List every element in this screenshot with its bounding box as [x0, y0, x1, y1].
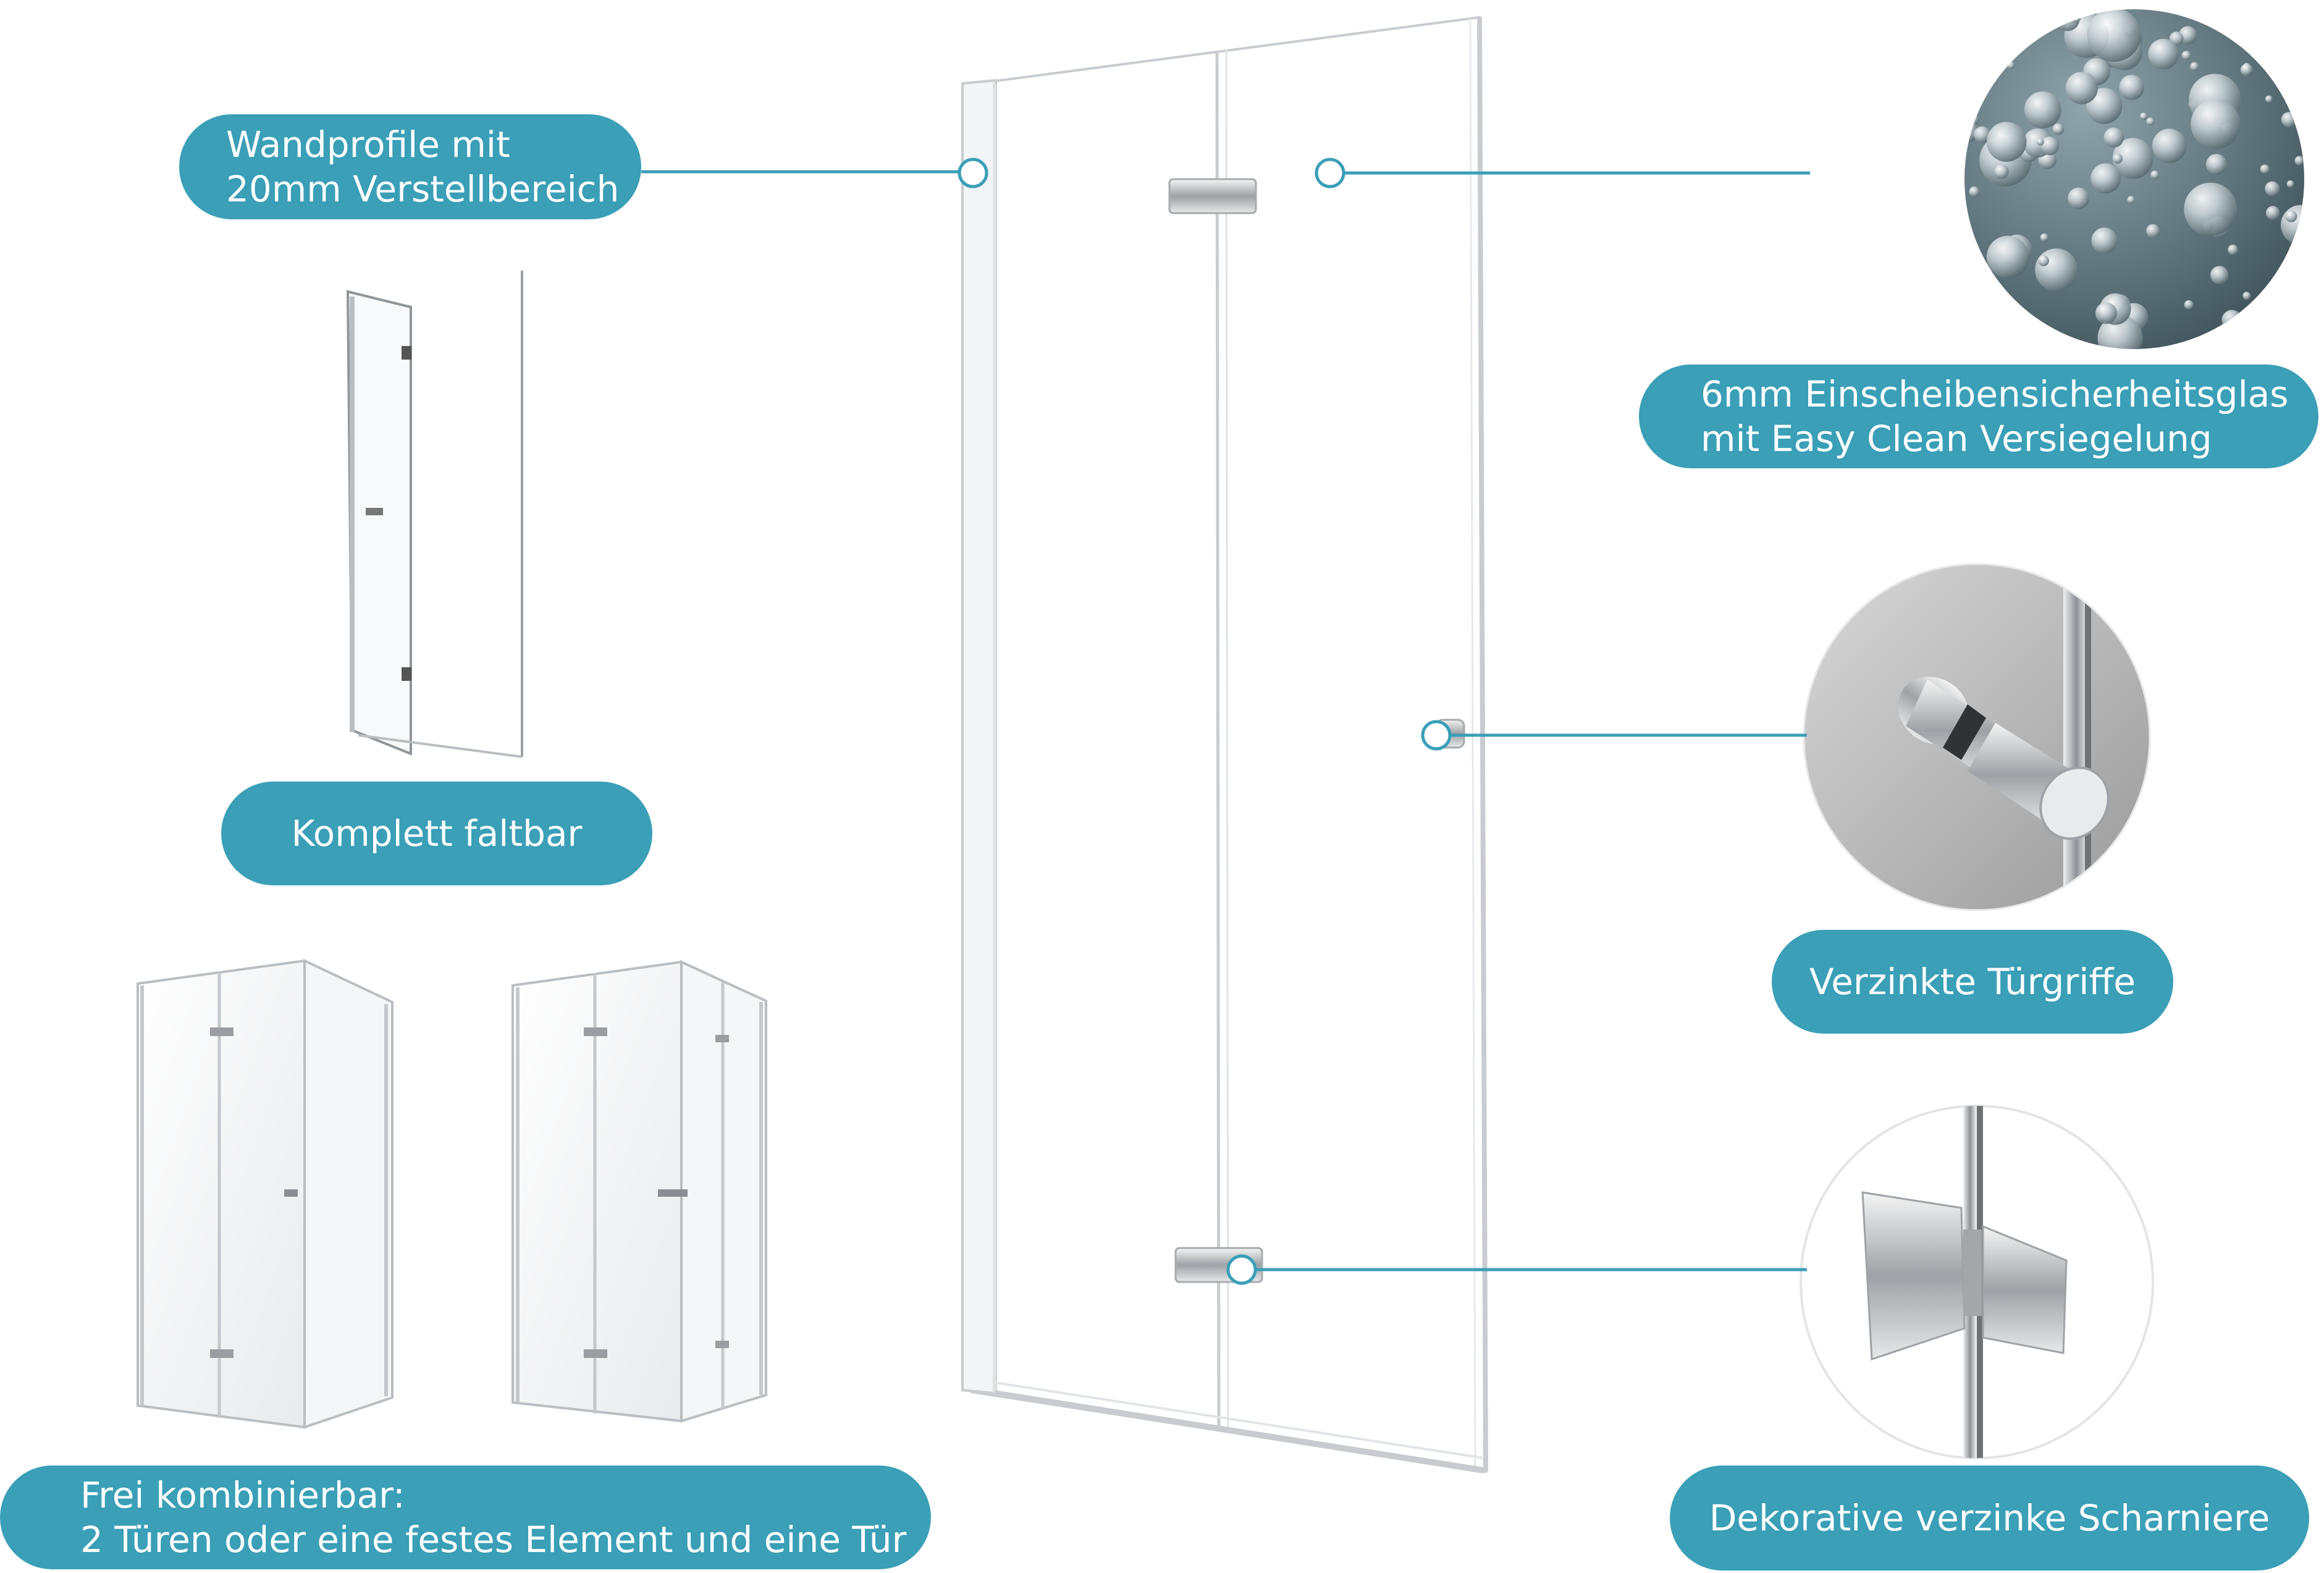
water-drop — [2090, 163, 2121, 194]
water-drop — [2035, 248, 2078, 292]
water-drop — [1992, 301, 2019, 329]
label-folding-text: Komplett faltbar — [291, 812, 583, 854]
water-drop — [2191, 99, 2241, 149]
water-drop — [2007, 61, 2015, 69]
water-drop — [2265, 95, 2273, 103]
water-drop — [2221, 310, 2242, 331]
water-drop — [1964, 258, 1976, 274]
water-droplets-icon — [1964, 9, 2304, 349]
water-drop — [2103, 127, 2124, 148]
water-drop — [2140, 112, 2148, 120]
water-drop — [2260, 164, 2270, 174]
water-drop — [2040, 137, 2059, 156]
water-drop — [2242, 292, 2251, 300]
label-hinges-text: Dekorative verzinke Scharniere — [1709, 1497, 2270, 1539]
water-drop — [2152, 129, 2187, 163]
water-drop — [2278, 274, 2293, 290]
enclosure-two-doors-illustration — [512, 959, 767, 1423]
label-glass-line1: 6mm Einscheibensicherheitsglas — [1701, 373, 2289, 415]
water-drop — [1987, 319, 1997, 329]
water-drop — [1982, 9, 2003, 27]
water-drop — [2184, 300, 2194, 310]
water-drop — [2146, 117, 2155, 126]
water-drop — [2146, 224, 2160, 238]
water-drop — [1966, 112, 1979, 126]
label-hinges: Dekorative verzinke Scharniere — [1670, 1465, 2309, 1571]
main-folding-door-illustration — [961, 15, 1488, 1474]
water-drop — [1984, 56, 2002, 74]
label-folding: Komplett faltbar — [221, 782, 652, 885]
door-knob-icon — [1803, 563, 2151, 911]
water-drop — [2271, 303, 2304, 346]
label-wall-profiles: Wandprofile mit 20mm Verstellbereich — [179, 114, 641, 219]
water-drop — [2036, 138, 2044, 146]
water-drop — [1964, 302, 2008, 349]
water-drop — [2073, 15, 2081, 23]
water-drop — [2181, 51, 2191, 61]
water-drop — [2206, 154, 2227, 175]
callout-dot-glass — [1315, 158, 1345, 188]
water-drop — [2148, 38, 2179, 70]
label-wall-profiles-line1: Wandprofile mit — [226, 124, 510, 166]
water-drop — [2240, 64, 2253, 76]
water-drop — [2184, 182, 2238, 236]
water-drop — [2112, 138, 2153, 179]
water-drop — [2297, 229, 2304, 238]
label-handles-text: Verzinkte Türgriffe — [1809, 961, 2136, 1003]
water-drop — [2263, 38, 2278, 53]
water-drop — [2038, 255, 2050, 266]
callout-connectors — [641, 158, 1810, 1285]
water-drop — [2056, 9, 2080, 32]
water-drop — [2281, 112, 2297, 128]
enclosure-door-and-panel-illustration — [137, 958, 394, 1429]
water-drop — [2259, 324, 2273, 339]
water-drop — [2190, 62, 2199, 71]
label-glass: 6mm Einscheibensicherheitsglas mit Easy … — [1639, 365, 2318, 468]
water-drop — [2006, 310, 2031, 334]
callout-dot-wall-profile — [958, 158, 988, 188]
water-drop — [2091, 227, 2118, 254]
water-drop — [1986, 235, 2029, 278]
water-drop — [2150, 171, 2160, 179]
water-drop — [2068, 187, 2090, 209]
callout-dot-handle — [1421, 720, 1452, 751]
water-drop — [2112, 153, 2123, 164]
hinge-icon — [1800, 1105, 2154, 1459]
water-drop — [2266, 206, 2280, 220]
water-drop — [2294, 156, 2304, 166]
water-drop — [2286, 180, 2294, 188]
label-glass-line2: mit Easy Clean Versiegelung — [1701, 418, 2212, 460]
water-drop — [2065, 72, 2098, 104]
water-drop — [1969, 186, 1980, 197]
water-drop — [1986, 122, 2027, 162]
water-drop — [2210, 266, 2229, 285]
water-drop — [2228, 244, 2239, 255]
water-drop — [1994, 164, 2009, 179]
label-combinable-line2: 2 Türen oder eine festes Element und ein… — [80, 1519, 907, 1561]
water-drop — [1988, 28, 1997, 37]
label-combinable: Frei kombinierbar: 2 Türen oder eine fes… — [0, 1465, 931, 1569]
water-drop — [2127, 196, 2135, 204]
callout-dot-hinge — [1226, 1254, 1257, 1285]
water-drop — [2095, 302, 2117, 324]
label-wall-profiles-line2: 20mm Verstellbereich — [226, 168, 620, 210]
water-drop — [1989, 77, 1998, 85]
water-drop — [2040, 233, 2048, 242]
label-combinable-line1: Frei kombinierbar: — [80, 1474, 405, 1516]
water-drop — [2119, 75, 2145, 100]
water-drop — [2097, 315, 2143, 349]
water-drop — [2052, 123, 2065, 135]
water-drop — [1974, 126, 1990, 143]
water-drop — [2281, 205, 2304, 245]
label-handles: Verzinkte Türgriffe — [1772, 930, 2173, 1034]
water-drop — [1979, 296, 2003, 319]
water-drop — [2087, 9, 2141, 62]
water-drop — [2024, 91, 2061, 129]
folding-panel-illustration — [346, 271, 523, 758]
water-drop — [2265, 181, 2280, 196]
water-drop — [2285, 210, 2297, 222]
